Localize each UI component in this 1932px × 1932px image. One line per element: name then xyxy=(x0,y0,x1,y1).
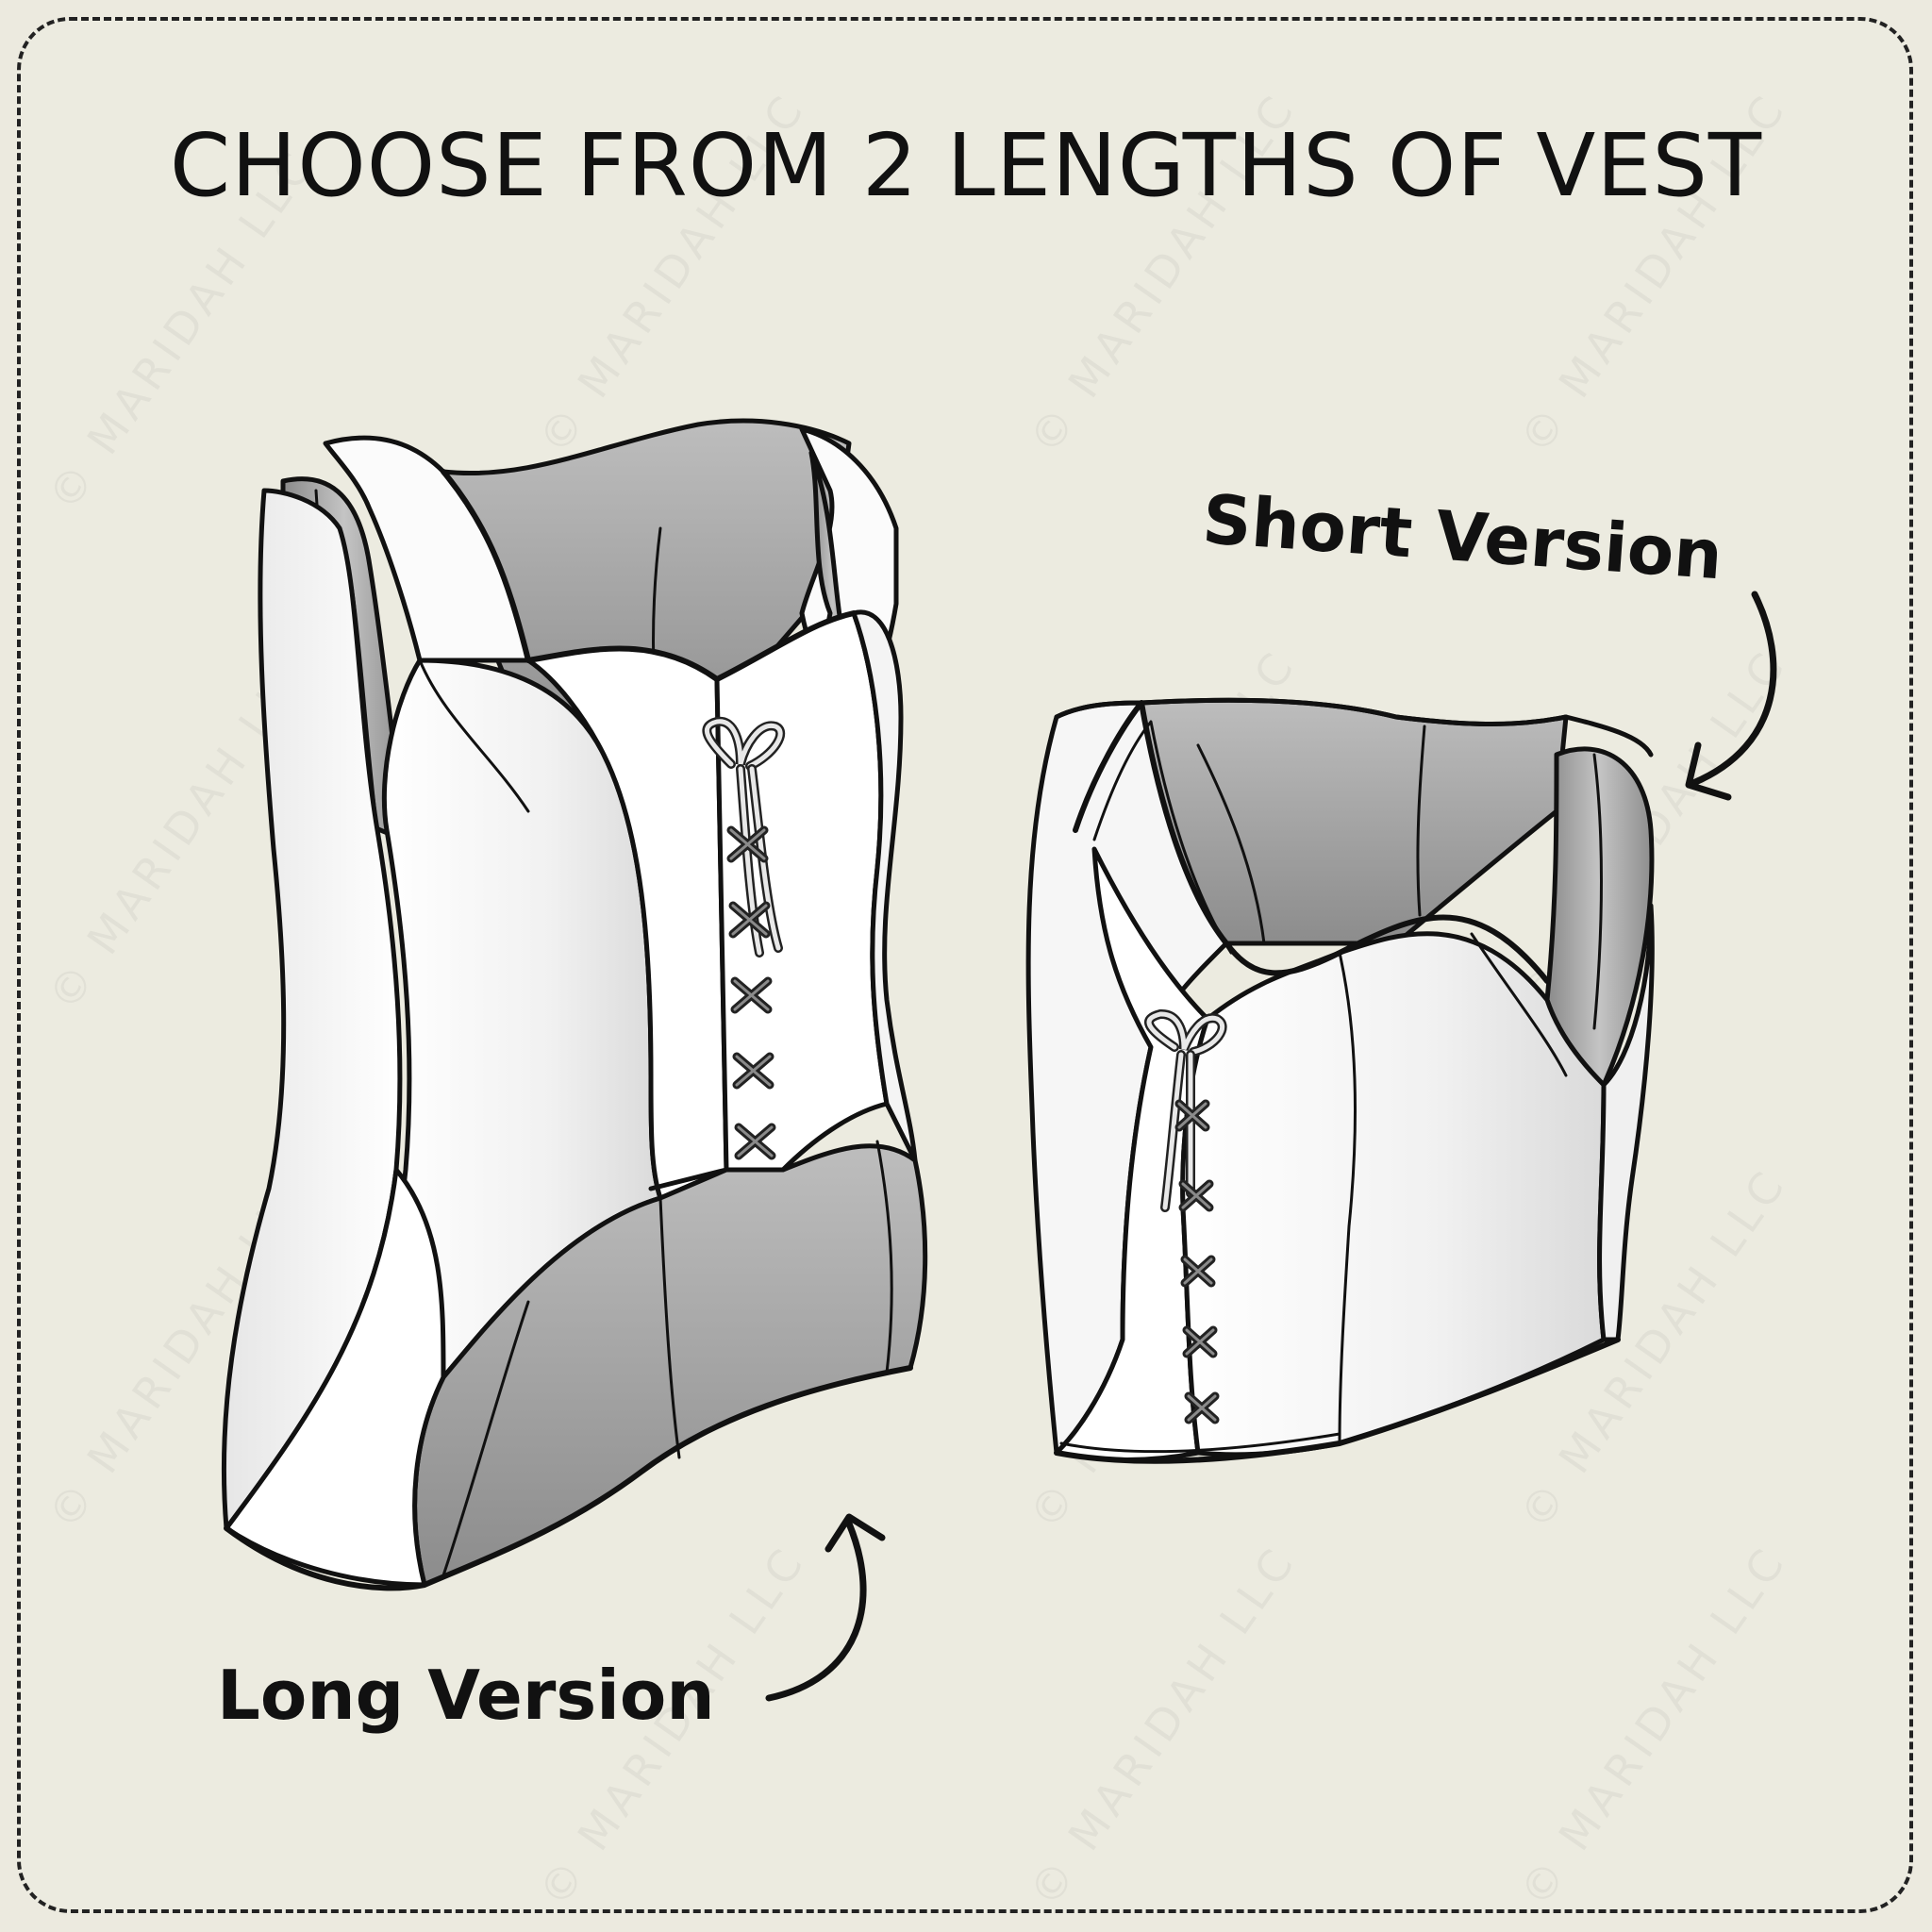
arrow-long-icon xyxy=(765,1513,886,1702)
long-version-label: Long Version xyxy=(217,1656,715,1735)
short-vest xyxy=(1025,697,1655,1464)
short-vest-right-armhole xyxy=(1544,746,1655,1088)
long-vest xyxy=(221,418,928,1591)
short-vest-lacing xyxy=(1144,1009,1227,1424)
arrow-short-icon xyxy=(1685,591,1777,801)
long-vest-lacing xyxy=(702,716,786,1160)
short-vest-right-front-panel xyxy=(1180,931,1607,1457)
page-title: CHOOSE FROM 2 LENGTHS OF VEST xyxy=(169,115,1763,216)
long-vest-right-front-panel xyxy=(714,610,890,1173)
